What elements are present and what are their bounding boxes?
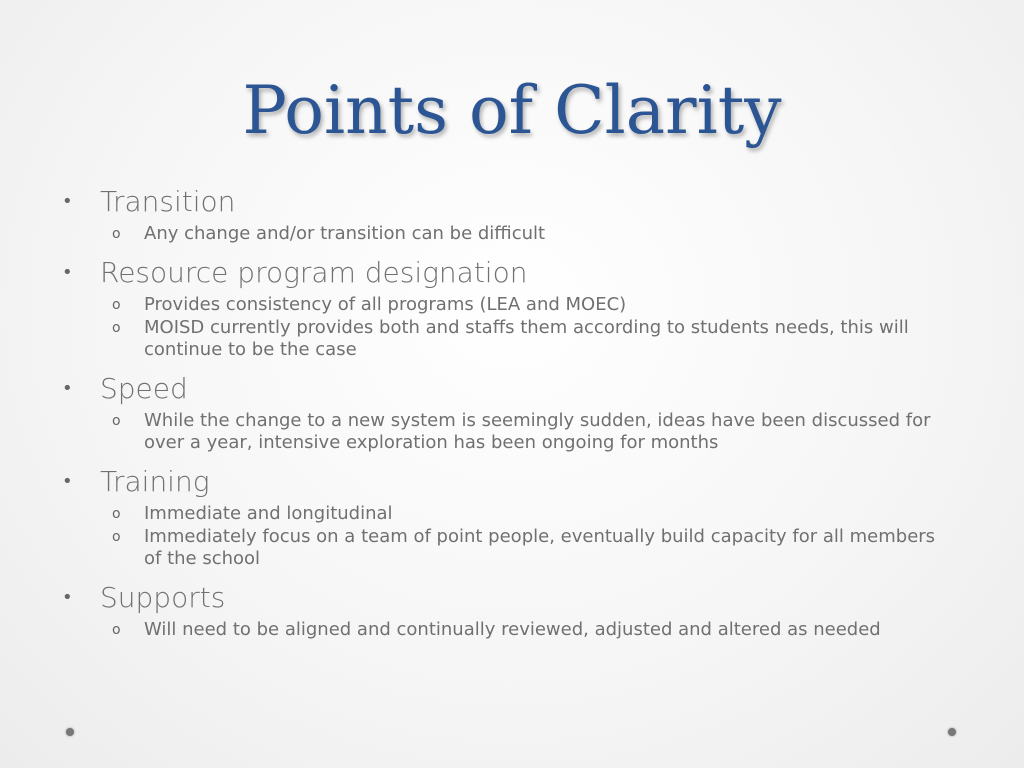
sub-bullet-marker: o	[112, 226, 121, 242]
sub-bullet-text: Will need to be aligned and continually …	[144, 619, 881, 640]
bullet-marker: •	[62, 471, 73, 492]
sub-bullet-item: o Provides consistency of all programs (…	[112, 294, 962, 316]
bullet-item-transition: • Transition	[62, 182, 962, 222]
sub-bullet-text: Any change and/or transition can be diff…	[144, 223, 546, 244]
corner-dot-left	[66, 728, 74, 736]
sub-bullet-marker: o	[112, 529, 121, 545]
bullet-label: Transition	[100, 185, 236, 218]
bullet-item-speed: • Speed	[62, 369, 962, 409]
bullet-item-resource-program-designation: • Resource program designation	[62, 253, 962, 293]
sub-bullet-text: MOISD currently provides both and staffs…	[144, 317, 909, 360]
bullet-marker: •	[62, 378, 73, 399]
sub-bullet-item: o While the change to a new system is se…	[112, 410, 962, 454]
sub-bullet-item: o Any change and/or transition can be di…	[112, 223, 962, 245]
bullet-marker: •	[62, 191, 73, 212]
sub-bullet-marker: o	[112, 506, 121, 522]
bullet-label: Speed	[100, 372, 188, 405]
corner-dot-right	[948, 728, 956, 736]
sub-bullet-marker: o	[112, 297, 121, 313]
sub-bullet-marker: o	[112, 622, 121, 638]
bullet-item-training: • Training	[62, 462, 962, 502]
sub-bullet-marker: o	[112, 320, 121, 336]
bullet-marker: •	[62, 587, 73, 608]
sub-bullet-text: While the change to a new system is seem…	[144, 410, 931, 453]
sub-bullet-marker: o	[112, 413, 121, 429]
sub-bullet-text: Immediate and longitudinal	[144, 503, 393, 524]
sub-bullet-text: Immediately focus on a team of point peo…	[144, 526, 936, 569]
bullet-label: Supports	[100, 581, 226, 614]
sub-bullet-item: o Immediately focus on a team of point p…	[112, 526, 962, 570]
sub-bullet-text: Provides consistency of all programs (LE…	[144, 294, 627, 315]
sub-bullet-item: o Will need to be aligned and continuall…	[112, 619, 962, 641]
slide-title: Points of Clarity	[242, 72, 782, 149]
sub-bullet-item: o Immediate and longitudinal	[112, 503, 962, 525]
bullet-list: • Transition o Any change and/or transit…	[62, 178, 962, 641]
bullet-item-supports: • Supports	[62, 578, 962, 618]
bullet-label: Training	[100, 465, 210, 498]
bullet-marker: •	[62, 262, 73, 283]
sub-bullet-item: o MOISD currently provides both and staf…	[112, 317, 962, 361]
bullet-label: Resource program designation	[100, 256, 528, 289]
